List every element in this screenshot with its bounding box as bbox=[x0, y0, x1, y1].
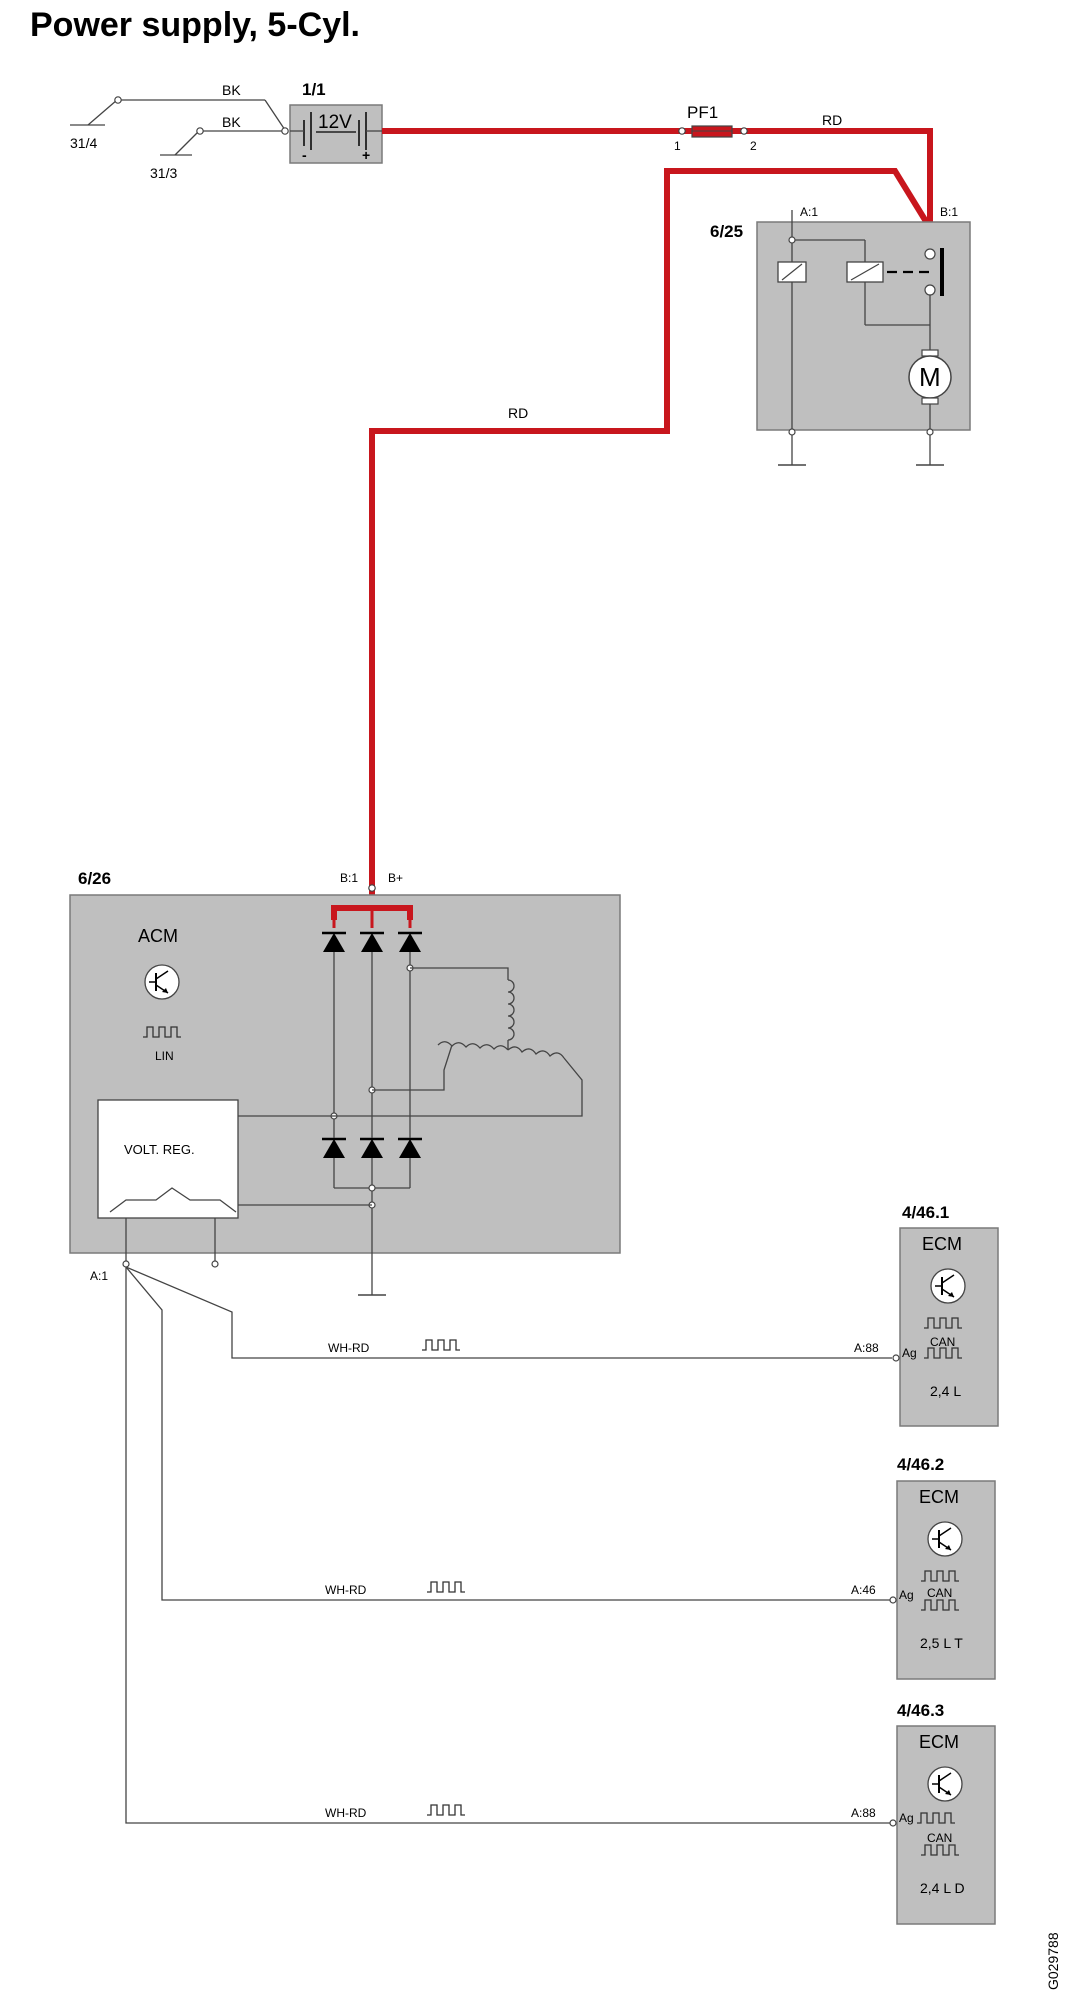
wire-color-whrd-2: WH-RD bbox=[325, 1583, 367, 1597]
starter-pin-b1: B:1 bbox=[940, 205, 958, 219]
ecm-2-ref: 4/46.2 bbox=[897, 1455, 944, 1474]
ecm-1-transistor-icon bbox=[930, 1268, 966, 1304]
starter-pin-a1: A:1 bbox=[800, 205, 818, 219]
ecm-1-ref: 4/46.1 bbox=[902, 1203, 949, 1222]
ecm-3-transistor-icon bbox=[927, 1766, 963, 1802]
alternator-pin-b1: B:1 bbox=[340, 871, 358, 885]
wire-color-rd-mid: RD bbox=[508, 405, 528, 421]
battery-voltage: 12V bbox=[318, 112, 352, 133]
ecm-3-ref: 4/46.3 bbox=[897, 1701, 944, 1720]
wire-color-rd-top: RD bbox=[822, 112, 842, 128]
voltage-regulator bbox=[97, 1099, 239, 1219]
wire-color-whrd-1: WH-RD bbox=[328, 1341, 370, 1355]
fuse-pin-1: 1 bbox=[674, 139, 681, 153]
fuse-ref: PF1 bbox=[687, 103, 718, 122]
acm-label: ACM bbox=[138, 926, 178, 946]
ecm-2-can-label: CAN bbox=[927, 1586, 952, 1600]
ecm-2-ag-label: Ag bbox=[899, 1588, 914, 1602]
ecm-1-can-label: CAN bbox=[930, 1335, 955, 1349]
ecm-1-variant: 2,4 L bbox=[930, 1383, 961, 1399]
ecm-1-name: ECM bbox=[922, 1234, 962, 1254]
ecm-2-variant: 2,5 L T bbox=[920, 1635, 963, 1651]
signal-wires bbox=[125, 1266, 892, 1824]
alternator-6-26: 6/26 B:1 B+ ACM LIN bbox=[69, 869, 621, 1296]
pwm-signal-icon-1 bbox=[421, 1339, 461, 1351]
ecm-3-variant: 2,4 L D bbox=[920, 1880, 965, 1896]
battery-ref: 1/1 bbox=[302, 80, 326, 99]
fuse-pin-2: 2 bbox=[750, 139, 757, 153]
battery-plus-sign: + bbox=[362, 147, 370, 163]
ecm-1-ag-label: Ag bbox=[902, 1346, 917, 1360]
battery-1-1: 12V - + 1/1 bbox=[289, 80, 383, 164]
starter-ref: 6/25 bbox=[710, 222, 743, 241]
battery-minus-sign: - bbox=[302, 147, 307, 163]
wire-color-whrd-3: WH-RD bbox=[325, 1806, 367, 1820]
ecm-3-name: ECM bbox=[919, 1732, 959, 1752]
alternator-pin-a1: A:1 bbox=[90, 1269, 108, 1283]
ecm-2-name: ECM bbox=[919, 1487, 959, 1507]
ground-label-31-3: 31/3 bbox=[150, 165, 177, 181]
voltage-regulator-label: VOLT. REG. bbox=[124, 1142, 195, 1157]
battery-minus-node bbox=[281, 127, 289, 135]
ecm-1-pin: A:88 bbox=[854, 1341, 879, 1355]
ecm-2-transistor-icon bbox=[927, 1521, 963, 1557]
ground-label-31-4: 31/4 bbox=[70, 135, 97, 151]
page-title: Power supply, 5-Cyl. bbox=[30, 6, 361, 44]
starter-motor-symbol: M bbox=[919, 362, 941, 392]
acm-transistor-icon bbox=[144, 964, 180, 1000]
pwm-signal-icon-3 bbox=[426, 1804, 466, 1816]
pwm-signal-icon-2 bbox=[426, 1581, 466, 1593]
lin-label: LIN bbox=[155, 1049, 174, 1063]
alternator-pin-bplus: B+ bbox=[388, 871, 403, 885]
starter-6-25: 6/25 A:1 B:1 M bbox=[710, 205, 971, 466]
positive-feed-wire bbox=[369, 128, 933, 908]
alternator-ref: 6/26 bbox=[78, 869, 111, 888]
ground-31-4: 31/4 bbox=[70, 96, 286, 151]
wire-color-bk-2: BK bbox=[222, 114, 241, 130]
ecm-4-46-3: 4/46.3 ECM Ag CAN A:88 2,4 L D bbox=[851, 1701, 996, 1925]
ecm-3-ag-label: Ag bbox=[899, 1811, 914, 1825]
figure-id: G029788 bbox=[1045, 1932, 1061, 1990]
ecm-2-pin: A:46 bbox=[851, 1583, 876, 1597]
fuse-pf1: PF1 1 2 bbox=[674, 103, 757, 153]
ecm-3-pin: A:88 bbox=[851, 1806, 876, 1820]
ecm-3-can-label: CAN bbox=[927, 1831, 952, 1845]
wire-color-bk-1: BK bbox=[222, 82, 241, 98]
ecm-4-46-1: 4/46.1 ECM CAN Ag A:88 2,4 L bbox=[854, 1203, 999, 1427]
ground-31-3: 31/3 bbox=[150, 127, 285, 181]
ecm-4-46-2: 4/46.2 ECM CAN Ag A:46 2,5 L T bbox=[851, 1455, 996, 1680]
